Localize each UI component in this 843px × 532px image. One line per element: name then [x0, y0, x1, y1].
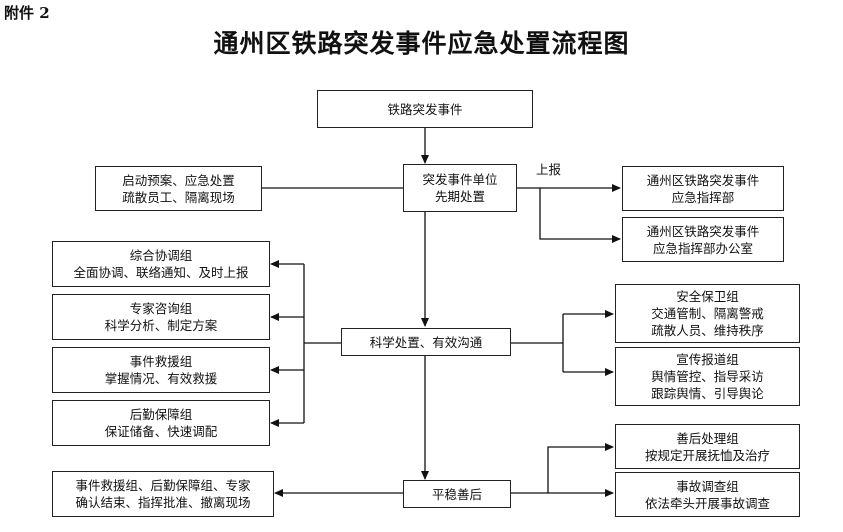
node-security-group: 安全保卫组 交通管制、隔离警戒 疏散人员、维持秩序	[615, 284, 800, 343]
node-coordination-group: 综合协调组 全面协调、联络通知、及时上报	[52, 241, 270, 287]
attachment-label: 附件 2	[4, 4, 50, 22]
node-stabilize: 平稳善后	[403, 480, 511, 508]
node-aftermath-group: 善后处理组 按规定开展抚恤及治疗	[615, 424, 800, 469]
node-unit-first-response: 突发事件单位 先期处置	[403, 164, 517, 212]
node-command-office: 通州区铁路突发事件 应急指挥部办公室	[622, 217, 784, 262]
node-rescue-group: 事件救援组 掌握情况、有效救援	[52, 347, 270, 393]
node-investigation-group: 事故调查组 依法牵头开展事故调查	[615, 472, 800, 517]
node-publicity-group: 宣传报道组 舆情管控、指导采访 跟踪舆情、引导舆论	[615, 347, 800, 406]
node-logistics-group: 后勤保障组 保证储备、快速调配	[52, 400, 270, 446]
edge-unit-to-office	[539, 188, 621, 243]
node-conclusion: 事件救援组、后勤保障组、专家 确认结束、指挥批准、撤离现场	[52, 471, 274, 517]
node-initial-actions: 启动预案、应急处置 疏散员工、隔离现场	[95, 166, 262, 211]
node-command-hq: 通州区铁路突发事件 应急指挥部	[622, 166, 784, 211]
node-scientific-handling: 科学处置、有效沟通	[341, 328, 511, 356]
edge-stabilize-to-right	[511, 443, 614, 494]
node-expert-group: 专家咨询组 科学分析、制定方案	[52, 294, 270, 340]
page-title: 通州区铁路突发事件应急处置流程图	[213, 29, 630, 58]
node-railway-incident: 铁路突发事件	[317, 90, 533, 128]
edge-label-report: 上报	[536, 162, 562, 177]
